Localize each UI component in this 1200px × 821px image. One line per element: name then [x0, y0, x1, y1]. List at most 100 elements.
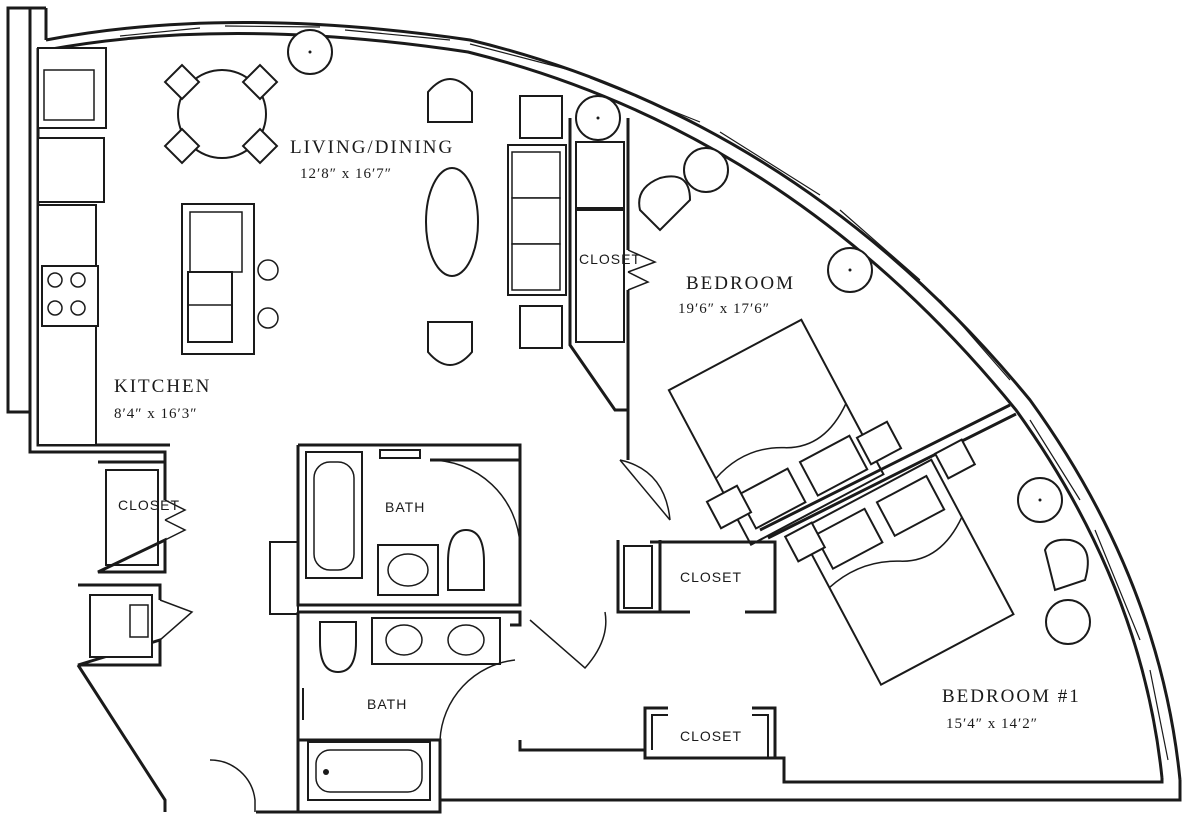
sink-basin [385, 624, 423, 656]
top-bath [269, 443, 522, 615]
bedroom-name: BEDROOM [686, 273, 795, 294]
mid-closet [616, 540, 777, 614]
hall-closet [97, 460, 187, 574]
hall-closet-door [164, 499, 187, 541]
hall-closet-inner [105, 469, 159, 566]
table-center-dot [1038, 498, 1042, 502]
bedroom-closet-door [627, 249, 657, 291]
kitchen-walls [28, 40, 170, 462]
toilet [319, 621, 357, 674]
curved-exterior-wall-inner [45, 31, 1164, 779]
island-sink [187, 271, 233, 343]
bottom-bath-label: BATH [367, 696, 407, 712]
armchair [427, 321, 473, 366]
entry-angled-wall [76, 664, 167, 812]
sofa-cushion [511, 197, 561, 245]
closet-inner [575, 209, 625, 343]
kitchen-name: KITCHEN [114, 376, 211, 397]
living-furniture [287, 29, 567, 366]
top-bath-top-wall [298, 443, 522, 462]
bedroom-dims: 19′6″ x 17′6″ [678, 301, 770, 317]
bedroom-partition [759, 403, 1011, 532]
bed-queen-2 [797, 458, 1015, 687]
bottom-bath-top-wall [298, 610, 522, 627]
counter-upper [37, 137, 105, 203]
bedroom-furniture [638, 147, 903, 547]
bottom-bath-door-swing [439, 659, 516, 741]
table-center-dot [308, 50, 312, 54]
mid-closet-walls [650, 540, 777, 614]
living-room-dims: 12′8″ x 16′7″ [300, 166, 392, 182]
sink-basin [447, 624, 485, 656]
top-bath-door-swing [429, 459, 521, 546]
hall-closet-walls [97, 460, 167, 574]
coffee-table [425, 167, 479, 277]
bar-stool [257, 259, 279, 281]
toilet [447, 528, 485, 591]
bedroom1-dims: 15′4″ x 14′2″ [946, 716, 1038, 732]
kitchen-left-wall [28, 40, 167, 462]
bottom-closet-walls [643, 706, 777, 758]
nightstand [855, 420, 903, 466]
mid-closet-left [616, 540, 662, 614]
left-exterior-strip [6, 6, 32, 414]
bedroom1-furniture [783, 438, 1091, 687]
drain-icon [323, 769, 329, 775]
bottom-bath [296, 610, 522, 812]
washer-panel [129, 604, 149, 638]
sofa-cushion [511, 243, 561, 291]
bedroom-partition-2 [767, 412, 1017, 540]
bedroom-armchair [638, 175, 692, 232]
fridge-door [43, 69, 95, 121]
bedroom-closet-left-wall [568, 118, 628, 412]
dining-table [177, 69, 267, 159]
armchair [427, 78, 473, 123]
pillow [875, 474, 946, 538]
table-center-dot [848, 268, 852, 272]
window-mullions [119, 25, 1169, 761]
bedroom1-armchair [1043, 538, 1089, 592]
nightstand [783, 521, 827, 563]
round-side-table [683, 147, 729, 193]
sink-basin [387, 553, 429, 587]
island-inner [189, 211, 243, 273]
dining-chair [241, 63, 279, 101]
bottom-interior-wall [518, 740, 1164, 784]
end-table [519, 305, 563, 349]
sofa-cushion [511, 151, 561, 199]
hall-closet-label: CLOSET [118, 497, 180, 513]
bar-stool [257, 307, 279, 329]
nightstand [705, 484, 753, 530]
burner-icon [47, 300, 63, 316]
closet-shelf [575, 141, 625, 209]
kitchen-dims: 8′4″ x 16′3″ [114, 406, 198, 422]
bottom-closet [643, 706, 777, 758]
dining-chair [163, 127, 201, 165]
end-table [519, 95, 563, 139]
entry-door-swing [209, 759, 256, 812]
bottom-closet-inner [651, 714, 769, 758]
burner-icon [70, 272, 86, 288]
towel-bar [379, 449, 421, 459]
pillow [798, 434, 869, 497]
bedroom-door-swing [619, 459, 671, 521]
bedroom1-door-swing [529, 611, 607, 670]
round-side-table [1045, 599, 1091, 645]
top-bath-label: BATH [385, 499, 425, 515]
kitchen-island [181, 203, 279, 355]
bedroom1-name: BEDROOM #1 [942, 686, 1081, 707]
bath-niche [269, 541, 299, 615]
dining-set [163, 63, 279, 165]
bottom-closet-label: CLOSET [680, 728, 742, 744]
top-bath-walls [296, 445, 522, 607]
bedroom-door-leaf [619, 459, 671, 521]
bedroom-closet-label: CLOSET [579, 251, 641, 267]
table-center-dot [596, 116, 600, 120]
mid-closet-label: CLOSET [680, 569, 742, 585]
pillow [813, 507, 884, 571]
bed-queen [667, 318, 885, 547]
living-room-name: LIVING/DINING [290, 137, 454, 158]
mid-closet-shelf [623, 545, 653, 609]
laundry-door [159, 599, 194, 641]
